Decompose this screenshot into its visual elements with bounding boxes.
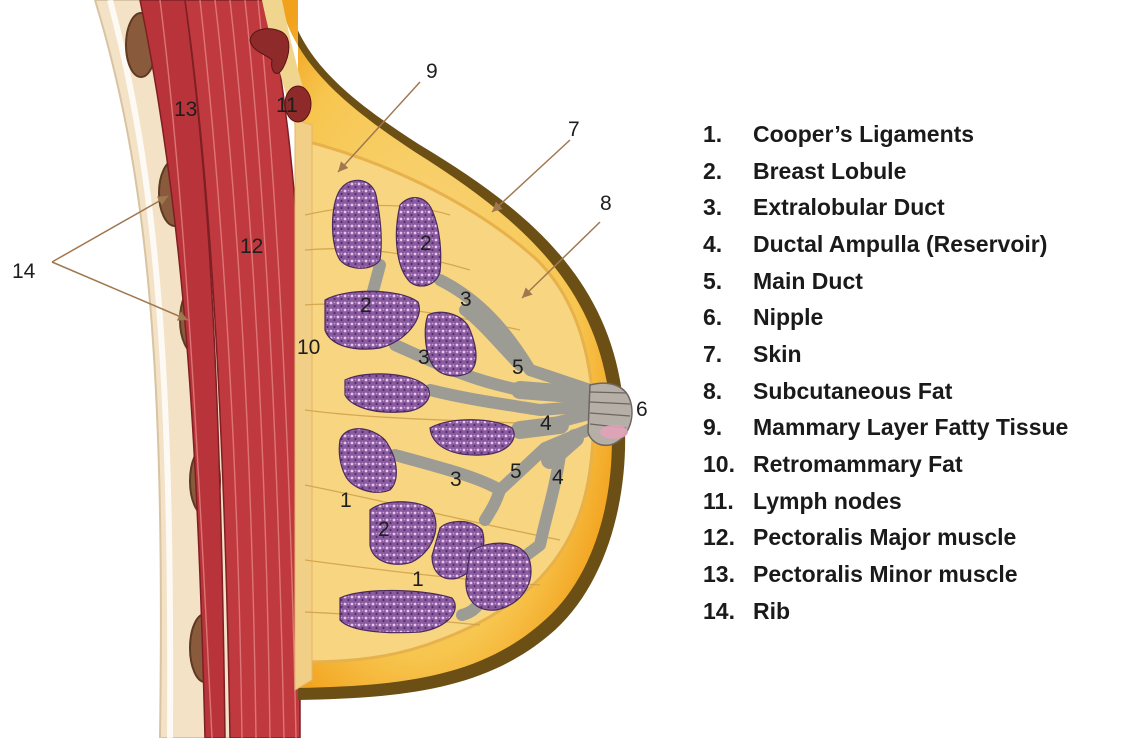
legend-text: Cooper’s Ligaments: [753, 121, 974, 148]
legend-text: Pectoralis Minor muscle: [753, 561, 1018, 588]
label-3: 3: [418, 346, 430, 369]
legend-number: 12.: [703, 524, 753, 551]
legend: 1.Cooper’s Ligaments 2.Breast Lobule 3.E…: [703, 116, 1068, 630]
label-14: 14: [12, 260, 36, 283]
legend-number: 6.: [703, 304, 753, 331]
legend-number: 10.: [703, 451, 753, 478]
label-11: 11: [276, 94, 298, 117]
legend-text: Pectoralis Major muscle: [753, 524, 1016, 551]
label-8: 8: [600, 192, 612, 215]
breast-lobule: [340, 591, 455, 633]
legend-number: 14.: [703, 598, 753, 625]
legend-text: Breast Lobule: [753, 158, 906, 185]
legend-item: 4.Ductal Ampulla (Reservoir): [703, 226, 1068, 263]
legend-number: 8.: [703, 378, 753, 405]
label-1: 1: [340, 489, 352, 512]
legend-item: 10.Retromammary Fat: [703, 446, 1068, 483]
label-10: 10: [297, 336, 320, 359]
label-9: 9: [426, 60, 438, 83]
legend-item: 6.Nipple: [703, 299, 1068, 336]
legend-number: 9.: [703, 414, 753, 441]
label-1: 1: [412, 568, 424, 591]
label-6: 6: [636, 398, 648, 421]
legend-item: 11.Lymph nodes: [703, 483, 1068, 520]
legend-number: 3.: [703, 194, 753, 221]
legend-text: Ductal Ampulla (Reservoir): [753, 231, 1047, 258]
label-5: 5: [512, 356, 524, 379]
legend-number: 11.: [703, 488, 753, 515]
label-13: 13: [174, 98, 197, 121]
label-2: 2: [420, 232, 432, 255]
label-12: 12: [240, 235, 263, 258]
legend-item: 12.Pectoralis Major muscle: [703, 520, 1068, 557]
legend-item: 9.Mammary Layer Fatty Tissue: [703, 410, 1068, 447]
label-5: 5: [510, 460, 522, 483]
label-4: 4: [540, 412, 552, 435]
legend-text: Lymph nodes: [753, 488, 902, 515]
legend-text: Nipple: [753, 304, 823, 331]
legend-text: Skin: [753, 341, 802, 368]
legend-item: 13.Pectoralis Minor muscle: [703, 556, 1068, 593]
label-4: 4: [552, 466, 564, 489]
legend-number: 5.: [703, 268, 753, 295]
label-2: 2: [378, 518, 390, 541]
label-3: 3: [450, 468, 462, 491]
ductal-ampulla: [520, 390, 585, 395]
legend-item: 14.Rib: [703, 593, 1068, 630]
legend-item: 8.Subcutaneous Fat: [703, 373, 1068, 410]
legend-text: Extralobular Duct: [753, 194, 945, 221]
legend-item: 5.Main Duct: [703, 263, 1068, 300]
legend-item: 7.Skin: [703, 336, 1068, 373]
legend-number: 13.: [703, 561, 753, 588]
legend-number: 7.: [703, 341, 753, 368]
legend-number: 4.: [703, 231, 753, 258]
legend-text: Rib: [753, 598, 790, 625]
legend-text: Retromammary Fat: [753, 451, 963, 478]
legend-item: 3.Extralobular Duct: [703, 189, 1068, 226]
legend-text: Main Duct: [753, 268, 863, 295]
label-7: 7: [568, 118, 580, 141]
breast-lobule: [333, 180, 382, 268]
main-duct: [372, 265, 380, 295]
legend-item: 1.Cooper’s Ligaments: [703, 116, 1068, 153]
label-2: 2: [360, 294, 372, 317]
legend-item: 2.Breast Lobule: [703, 153, 1068, 190]
retromammary-fat: [295, 120, 312, 690]
legend-number: 1.: [703, 121, 753, 148]
areola-pink: [600, 425, 628, 439]
label-3: 3: [460, 288, 472, 311]
legend-text: Subcutaneous Fat: [753, 378, 952, 405]
arrow-7: [492, 140, 570, 212]
legend-text: Mammary Layer Fatty Tissue: [753, 414, 1068, 441]
legend-number: 2.: [703, 158, 753, 185]
